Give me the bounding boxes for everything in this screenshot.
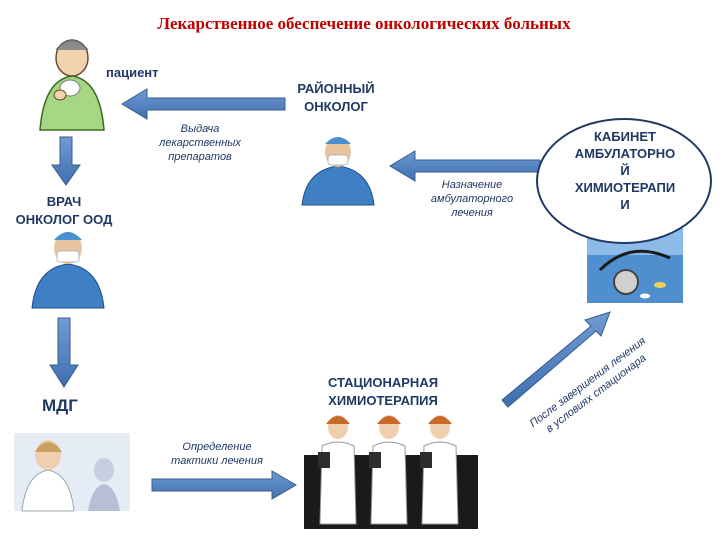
inpatient-nurses-icon	[304, 415, 478, 529]
doctor-ood-icon	[30, 228, 106, 309]
diagram-title: Лекарственное обеспечение онкологических…	[157, 14, 571, 33]
arrow-patient-to-doctor	[51, 136, 81, 186]
tactics-note: Определение тактики лечения	[171, 441, 263, 467]
arrow-doctor-to-mdg	[49, 317, 79, 388]
patient-label: пациент	[106, 65, 159, 80]
cabinet-oval	[536, 118, 712, 244]
arrow-mdg-to-inpatient	[151, 470, 297, 500]
prescription-note: Назначение амбулаторного лечения	[430, 179, 514, 219]
mdg-label: МДГ	[42, 396, 78, 415]
district-oncologist-label: РАЙОННЫЙ ОНКОЛОГ	[297, 81, 375, 114]
doctor-ood-label: ВРАЧ ОНКОЛОГ ООД	[15, 194, 113, 227]
arrow-inpatient-to-cabinet	[501, 311, 611, 408]
inpatient-label: СТАЦИОНАРНАЯ ХИМИОТЕРАПИЯ	[327, 375, 439, 408]
issue-drugs-note: Выдача лекарственных препаратов	[159, 123, 241, 163]
patient-icon	[39, 39, 105, 131]
cabinet-label: КАБИНЕТ АМБУЛАТОРНО Й ХИМИОТЕРАПИ И	[574, 129, 676, 212]
district-oncologist-icon	[300, 133, 376, 206]
arrow-to-patient	[121, 88, 286, 120]
arrow-to-district-oncologist	[389, 150, 541, 182]
mdg-icon	[14, 433, 130, 512]
